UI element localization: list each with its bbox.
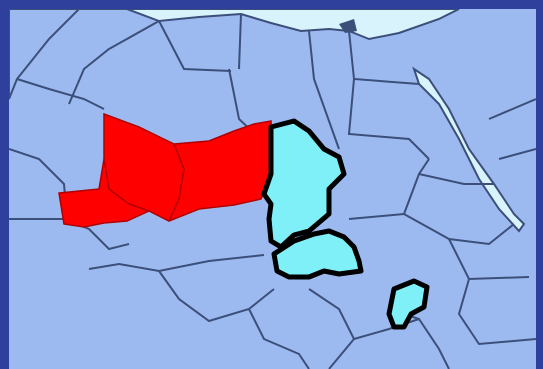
red-sea	[412, 66, 526, 233]
lake-mark	[339, 19, 357, 33]
africa-map	[9, 9, 536, 369]
mediterranean-sea	[79, 9, 460, 41]
region-central-south	[271, 228, 364, 280]
region-west-sahel	[58, 112, 273, 228]
region-east-lake	[386, 278, 430, 330]
region-central-africa	[261, 118, 347, 250]
atlantic-north	[9, 9, 81, 100]
country-borders	[9, 13, 536, 369]
